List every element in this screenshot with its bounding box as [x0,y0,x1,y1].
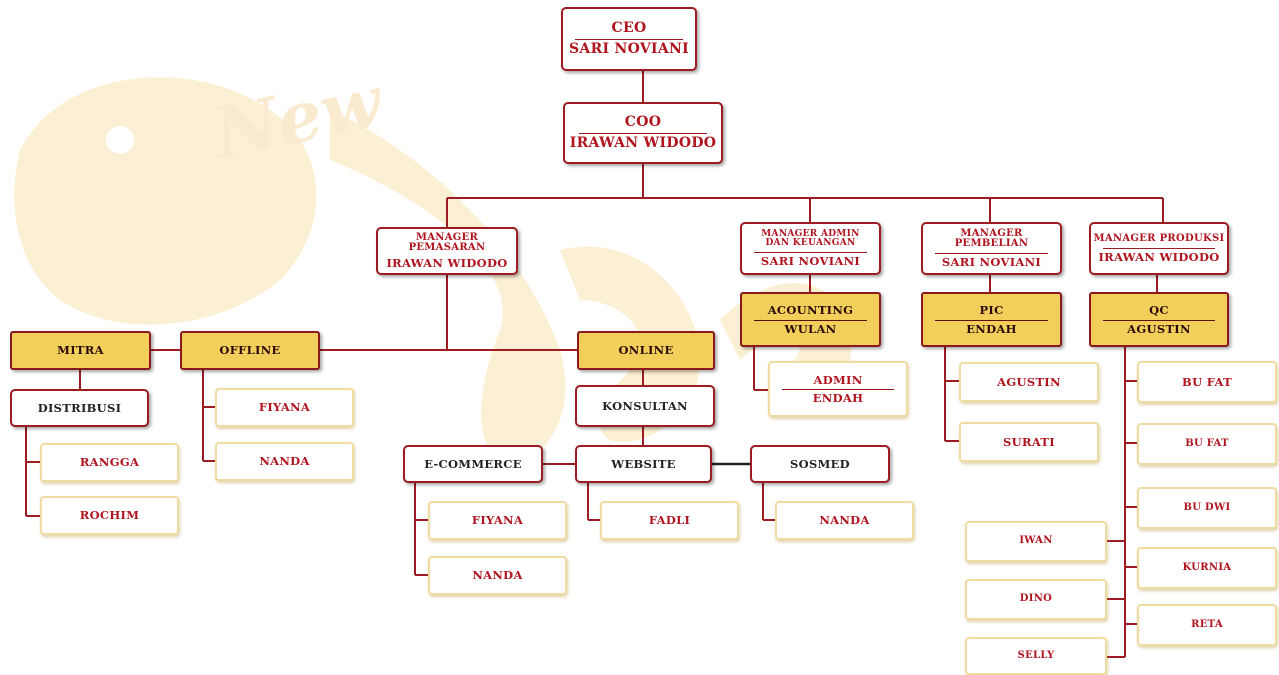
selly-box: SELLY [965,637,1107,675]
agustin-box: AGUSTIN [959,362,1099,402]
manager-admin-name: SARI NOVIANI [760,253,861,268]
distribusi-label: DISTRIBUSI [37,400,122,415]
reta-label: RETA [1191,618,1223,630]
ecommerce-nanda-label: NANDA [472,568,523,583]
ceo-title: CEO [611,20,647,37]
ecommerce-box: E-COMMERCE [403,445,543,483]
divider [935,252,1048,254]
qc-box: QC AGUSTIN [1089,292,1229,347]
offline-fiyana-box: FIYANA [215,388,354,427]
qc-name: AGUSTIN [1127,321,1191,336]
fadli-box: FADLI [600,501,739,540]
bu-dwi-label: BU DWI [1183,501,1231,513]
online-box: ONLINE [577,331,715,370]
offline-label: OFFLINE [219,343,281,358]
qc-title: QC [1149,303,1169,318]
kurnia-box: KURNIA [1137,547,1277,589]
reta-box: RETA [1137,604,1277,646]
pic-title: PIC [979,303,1004,318]
coo-box: COO IRAWAN WIDODO [563,102,723,164]
rangga-box: RANGGA [40,443,179,482]
acounting-box: ACOUNTING WULAN [740,292,881,347]
ceo-name: SARI NOVIANI [569,41,689,57]
website-box: WEBSITE [575,445,712,483]
mitra-box: MITRA [10,331,151,370]
offline-box: OFFLINE [180,331,320,370]
rochim-label: ROCHIM [79,508,140,523]
acounting-name: WULAN [784,321,837,336]
sosmed-label: SOSMED [790,456,850,471]
bu-fat-1-box: BU FAT [1137,361,1277,403]
divider [782,389,894,390]
manager-pemasaran-title: MANAGER PEMASARAN [408,231,486,254]
offline-fiyana-label: FIYANA [258,400,311,415]
manager-produksi-name: IRAWAN WIDODO [1098,249,1220,264]
rangga-label: RANGGA [79,455,140,470]
ecommerce-fiyana-box: FIYANA [428,501,567,540]
manager-pembelian-name: SARI NOVIANI [941,254,1042,269]
coo-title: COO [624,114,662,131]
online-label: ONLINE [618,343,674,358]
ecommerce-fiyana-label: FIYANA [471,513,524,528]
distribusi-box: DISTRIBUSI [10,389,149,427]
konsultan-box: KONSULTAN [575,385,715,427]
manager-admin-title-1: MANAGER ADMIN [761,229,860,240]
sosmed-nanda-label: NANDA [819,513,870,528]
pic-box: PIC ENDAH [921,292,1062,347]
kurnia-label: KURNIA [1182,561,1232,573]
dino-label: DINO [1019,593,1053,605]
divider [1103,247,1215,249]
acounting-title: ACOUNTING [767,303,854,318]
divider [1103,319,1215,321]
surati-label: SURATI [1003,434,1055,449]
bu-dwi-box: BU DWI [1137,487,1277,529]
surati-box: SURATI [959,422,1099,462]
mitra-label: MITRA [57,343,104,358]
konsultan-label: KONSULTAN [602,398,688,413]
sosmed-nanda-box: NANDA [775,501,914,540]
pic-name: ENDAH [966,321,1017,336]
rochim-box: ROCHIM [40,496,179,535]
bu-fat-2-box: BU FAT [1137,423,1277,465]
divider [754,251,867,253]
divider [579,133,707,134]
offline-nanda-box: NANDA [215,442,354,481]
manager-pemasaran-box: MANAGER PEMASARAN IRAWAN WIDODO [376,227,518,275]
admin-box: ADMIN ENDAH [768,361,908,417]
ecommerce-nanda-box: NANDA [428,556,567,595]
website-label: WEBSITE [611,456,676,471]
iwan-label: IWAN [1019,535,1053,547]
iwan-box: IWAN [965,521,1107,562]
offline-nanda-label: NANDA [259,454,310,469]
manager-admin-title-2: DAN KEUANGAN [765,238,856,249]
admin-title: ADMIN [813,372,863,387]
bu-fat-2-label: BU FAT [1185,437,1229,449]
ecommerce-label: E-COMMERCE [424,456,522,471]
manager-produksi-box: MANAGER PRODUKSI IRAWAN WIDODO [1089,222,1229,275]
divider [754,319,867,321]
manager-pembelian-box: MANAGER PEMBELIAN SARI NOVIANI [921,222,1062,275]
manager-pembelian-title: MANAGER PEMBELIAN [954,227,1029,250]
agustin-label: AGUSTIN [997,374,1061,389]
manager-pemasaran-name: IRAWAN WIDODO [386,255,508,270]
ceo-box: CEO SARI NOVIANI [561,7,697,71]
sosmed-box: SOSMED [750,445,890,483]
selly-label: SELLY [1017,649,1055,661]
dino-box: DINO [965,579,1107,620]
bu-fat-1-label: BU FAT [1182,374,1232,389]
divider [574,39,684,40]
admin-name: ENDAH [812,391,864,405]
fadli-label: FADLI [648,513,691,528]
coo-name: IRAWAN WIDODO [569,135,717,151]
manager-produksi-title: MANAGER PRODUKSI [1093,233,1225,245]
divider [935,319,1048,321]
manager-admin-box: MANAGER ADMIN DAN KEUANGAN SARI NOVIANI [740,222,881,275]
